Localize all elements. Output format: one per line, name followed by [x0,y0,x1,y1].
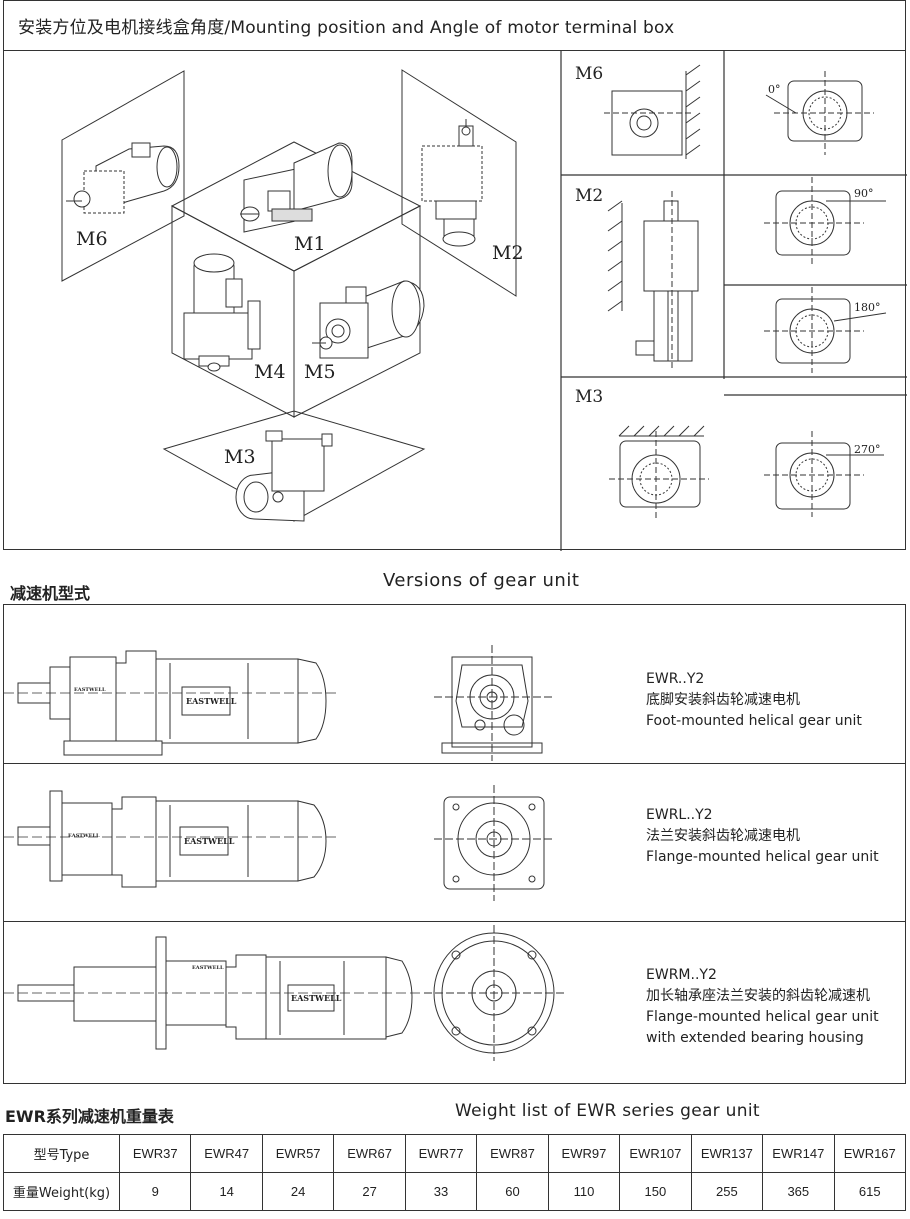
m2-motor-drawing [421,119,483,247]
m2-detail-drawing [607,191,699,371]
panel-label-m2: M2 [575,186,603,206]
type-cell: EWR87 [476,1134,549,1173]
version-model: EWR..Y2 [646,671,705,687]
angle-detail-180 [764,287,887,373]
weight-cell: 60 [476,1172,549,1211]
label-m6: M6 [76,228,108,250]
m3-detail-drawing [609,425,709,521]
version-name-cn: 加长轴承座法兰安装的斜齿轮减速机 [646,988,870,1004]
weight-title-cn: EWR系列减速机重量表 [5,1107,174,1126]
m2-panel [401,69,517,297]
brand-plate-2: EASTWELL [184,836,235,846]
weight-cell: 365 [762,1172,835,1211]
versions-title-cn: 减速机型式 [10,584,91,603]
type-cell: EWR147 [762,1134,835,1173]
type-cell: EWR67 [333,1134,406,1173]
weight-cell: 150 [619,1172,692,1211]
brand-small-1: EASTWELL [74,687,106,693]
version-name-en-line2: with extended bearing housing [646,1030,864,1046]
version-name-en: Foot-mounted helical gear unit [646,713,862,729]
m6-detail-drawing [604,64,701,159]
weight-cell: 33 [404,1172,478,1211]
version-model: EWRL..Y2 [646,807,713,823]
label-m3: M3 [224,446,256,468]
type-header: 型号Type [3,1134,120,1173]
version-name-en: Flange-mounted helical gear unit [646,1009,879,1025]
angle-label-90: 90° [854,187,874,200]
versions-title-en: Versions of gear unit [383,570,580,591]
angle-label-270: 270° [854,443,881,456]
type-cell: EWR167 [833,1134,907,1173]
brand-plate-1: EASTWELL [186,696,237,706]
weight-cell: 255 [690,1172,764,1211]
panel-label-m6: M6 [575,64,603,84]
type-cell: EWR97 [547,1134,621,1173]
type-cell: EWR77 [404,1134,478,1173]
version-description-extended: EWRM..Y2 加长轴承座法兰安装的斜齿轮减速机 Flange-mounted… [646,965,879,1049]
row-divider [4,921,905,922]
brand-small-3: EASTWELL [192,965,224,971]
m6-motor-drawing [66,142,180,214]
angle-label-0: 0° [768,83,781,96]
version-name-cn: 底脚安装斜齿轮减速电机 [646,692,800,708]
extended-bearing-side-view [4,936,422,1050]
weight-cell: 110 [547,1172,621,1211]
cube-right-face [293,205,421,418]
type-cell: EWR37 [118,1134,192,1173]
m5-motor-drawing [312,280,425,359]
foot-mounted-front-view [434,645,552,761]
table-row-type: 型号Type EWR37 EWR47 EWR57 EWR67 EWR77 EWR… [3,1134,907,1173]
version-model: EWRM..Y2 [646,967,717,983]
label-m1: M1 [294,233,326,255]
row-divider [4,763,905,764]
versions-drawings: EASTWELL EASTWELL EASTWELL EASTWELL [4,645,564,1061]
weight-cell: 14 [190,1172,263,1211]
label-m2: M2 [492,242,524,264]
angle-detail-270 [764,431,884,517]
weight-cell: 27 [333,1172,406,1211]
foot-mounted-side-view [4,650,338,756]
angle-detail-90 [764,177,886,265]
m6-panel [61,70,185,282]
brand-plate-3: EASTWELL [291,993,342,1003]
m1-motor-drawing [240,142,353,233]
m3-motor-drawing [235,430,333,522]
version-name-cn: 法兰安装斜齿轮减速电机 [646,828,800,844]
mounting-diagram: M1 M2 M3 M4 M5 M6 M6 M2 M3 [61,51,907,551]
weight-cell: 615 [833,1172,907,1211]
version-description-foot: EWR..Y2 底脚安装斜齿轮减速电机 Foot-mounted helical… [646,669,862,732]
angle-label-180: 180° [854,301,881,314]
weight-cell: 9 [118,1172,192,1211]
panel-label-m3: M3 [575,387,603,407]
type-cell: EWR47 [190,1134,263,1173]
weight-header: 重量Weight(kg) [3,1172,120,1211]
label-m5: M5 [304,361,336,383]
versions-frame: EASTWELL EASTWELL EASTWELL EASTWELL [3,604,906,1084]
version-description-flange: EWRL..Y2 法兰安装斜齿轮减速电机 Flange-mounted heli… [646,805,879,868]
type-cell: EWR107 [619,1134,692,1173]
angle-detail-0 [765,71,874,155]
type-cell: EWR137 [690,1134,764,1173]
weight-table: 型号Type EWR37 EWR47 EWR57 EWR67 EWR77 EWR… [3,1134,907,1211]
table-row-weight: 重量Weight(kg) 9 14 24 27 33 60 110 150 25… [3,1172,907,1211]
mounting-title: 安装方位及电机接线盒角度/Mounting position and Angle… [3,0,906,50]
flange-mounted-front-view [434,785,552,901]
version-name-en: Flange-mounted helical gear unit [646,849,879,865]
flange-mounted-side-view [4,790,338,888]
weight-cell: 24 [261,1172,335,1211]
extended-bearing-front-view [424,925,564,1061]
weight-title-en: Weight list of EWR series gear unit [455,1101,760,1121]
type-cell: EWR57 [261,1134,335,1173]
label-m4: M4 [254,361,286,383]
brand-small-2: EASTWELL [68,833,100,839]
m4-motor-drawing [183,253,261,372]
mounting-diagram-frame: M1 M2 M3 M4 M5 M6 M6 M2 M3 [3,50,907,551]
